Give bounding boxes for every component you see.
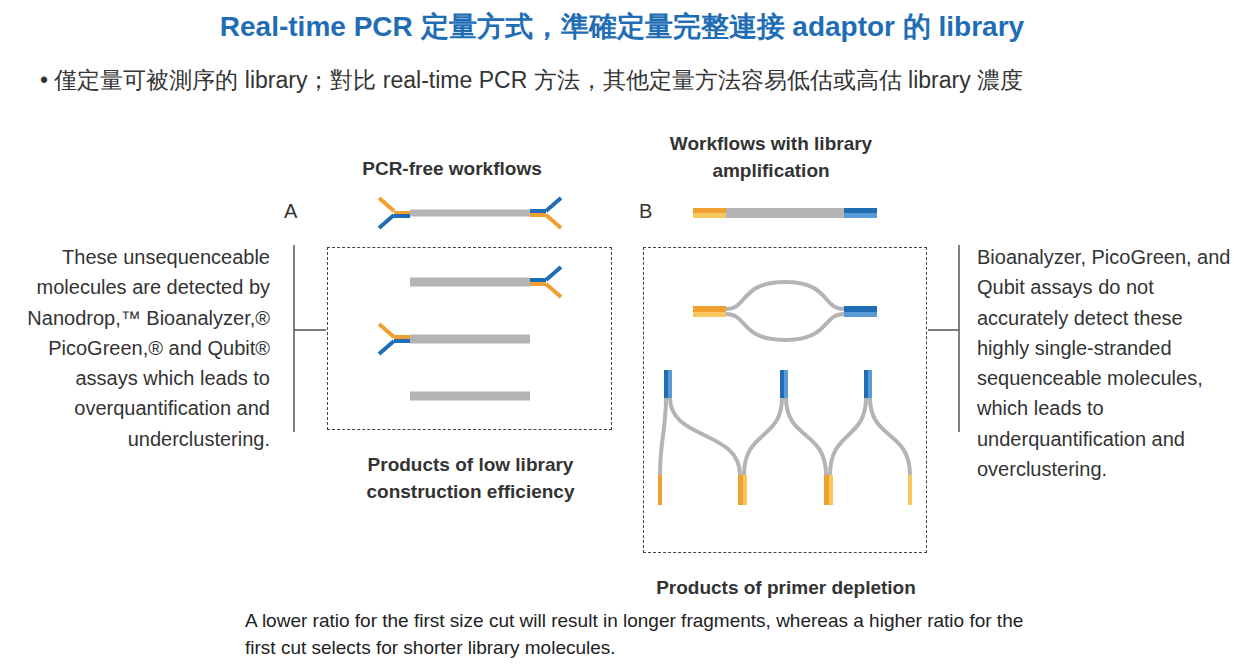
subtitle-bullet: • 僅定量可被測序的 library；對比 real-time PCR 方法，其… — [40, 63, 1240, 97]
group-heading: Products of primer depletion — [641, 574, 931, 601]
workflow-heading: Workflows with library amplification — [641, 130, 901, 184]
panel-letter: B — [639, 198, 669, 224]
dashed-group-box: Products of low library construction eff… — [327, 247, 612, 430]
panel-letter: A — [284, 198, 314, 224]
callout-bracket — [294, 245, 959, 432]
primer-depletion-strands — [660, 398, 910, 475]
group-heading: Products of low library construction eff… — [341, 451, 601, 505]
amplified-molecule — [693, 208, 877, 218]
bubble-product — [693, 282, 877, 340]
title: Real-time PCR 定量方式，準確定量完整連接 adaptor 的 li… — [20, 8, 1224, 46]
caption: A lower ratio for the first size cut wil… — [245, 607, 1035, 661]
incomplete-molecules — [379, 267, 561, 396]
callout-note: Bioanalyzer, PicoGreen, and Qubit assays… — [977, 242, 1239, 484]
callout-note: These unsequenceable molecules are detec… — [4, 242, 270, 454]
dashed-group-box: Products of primer depletion — [643, 247, 927, 553]
strand-ends — [658, 370, 912, 505]
workflow-heading: PCR-free workflows — [322, 156, 582, 182]
full-library-molecule — [379, 198, 561, 228]
